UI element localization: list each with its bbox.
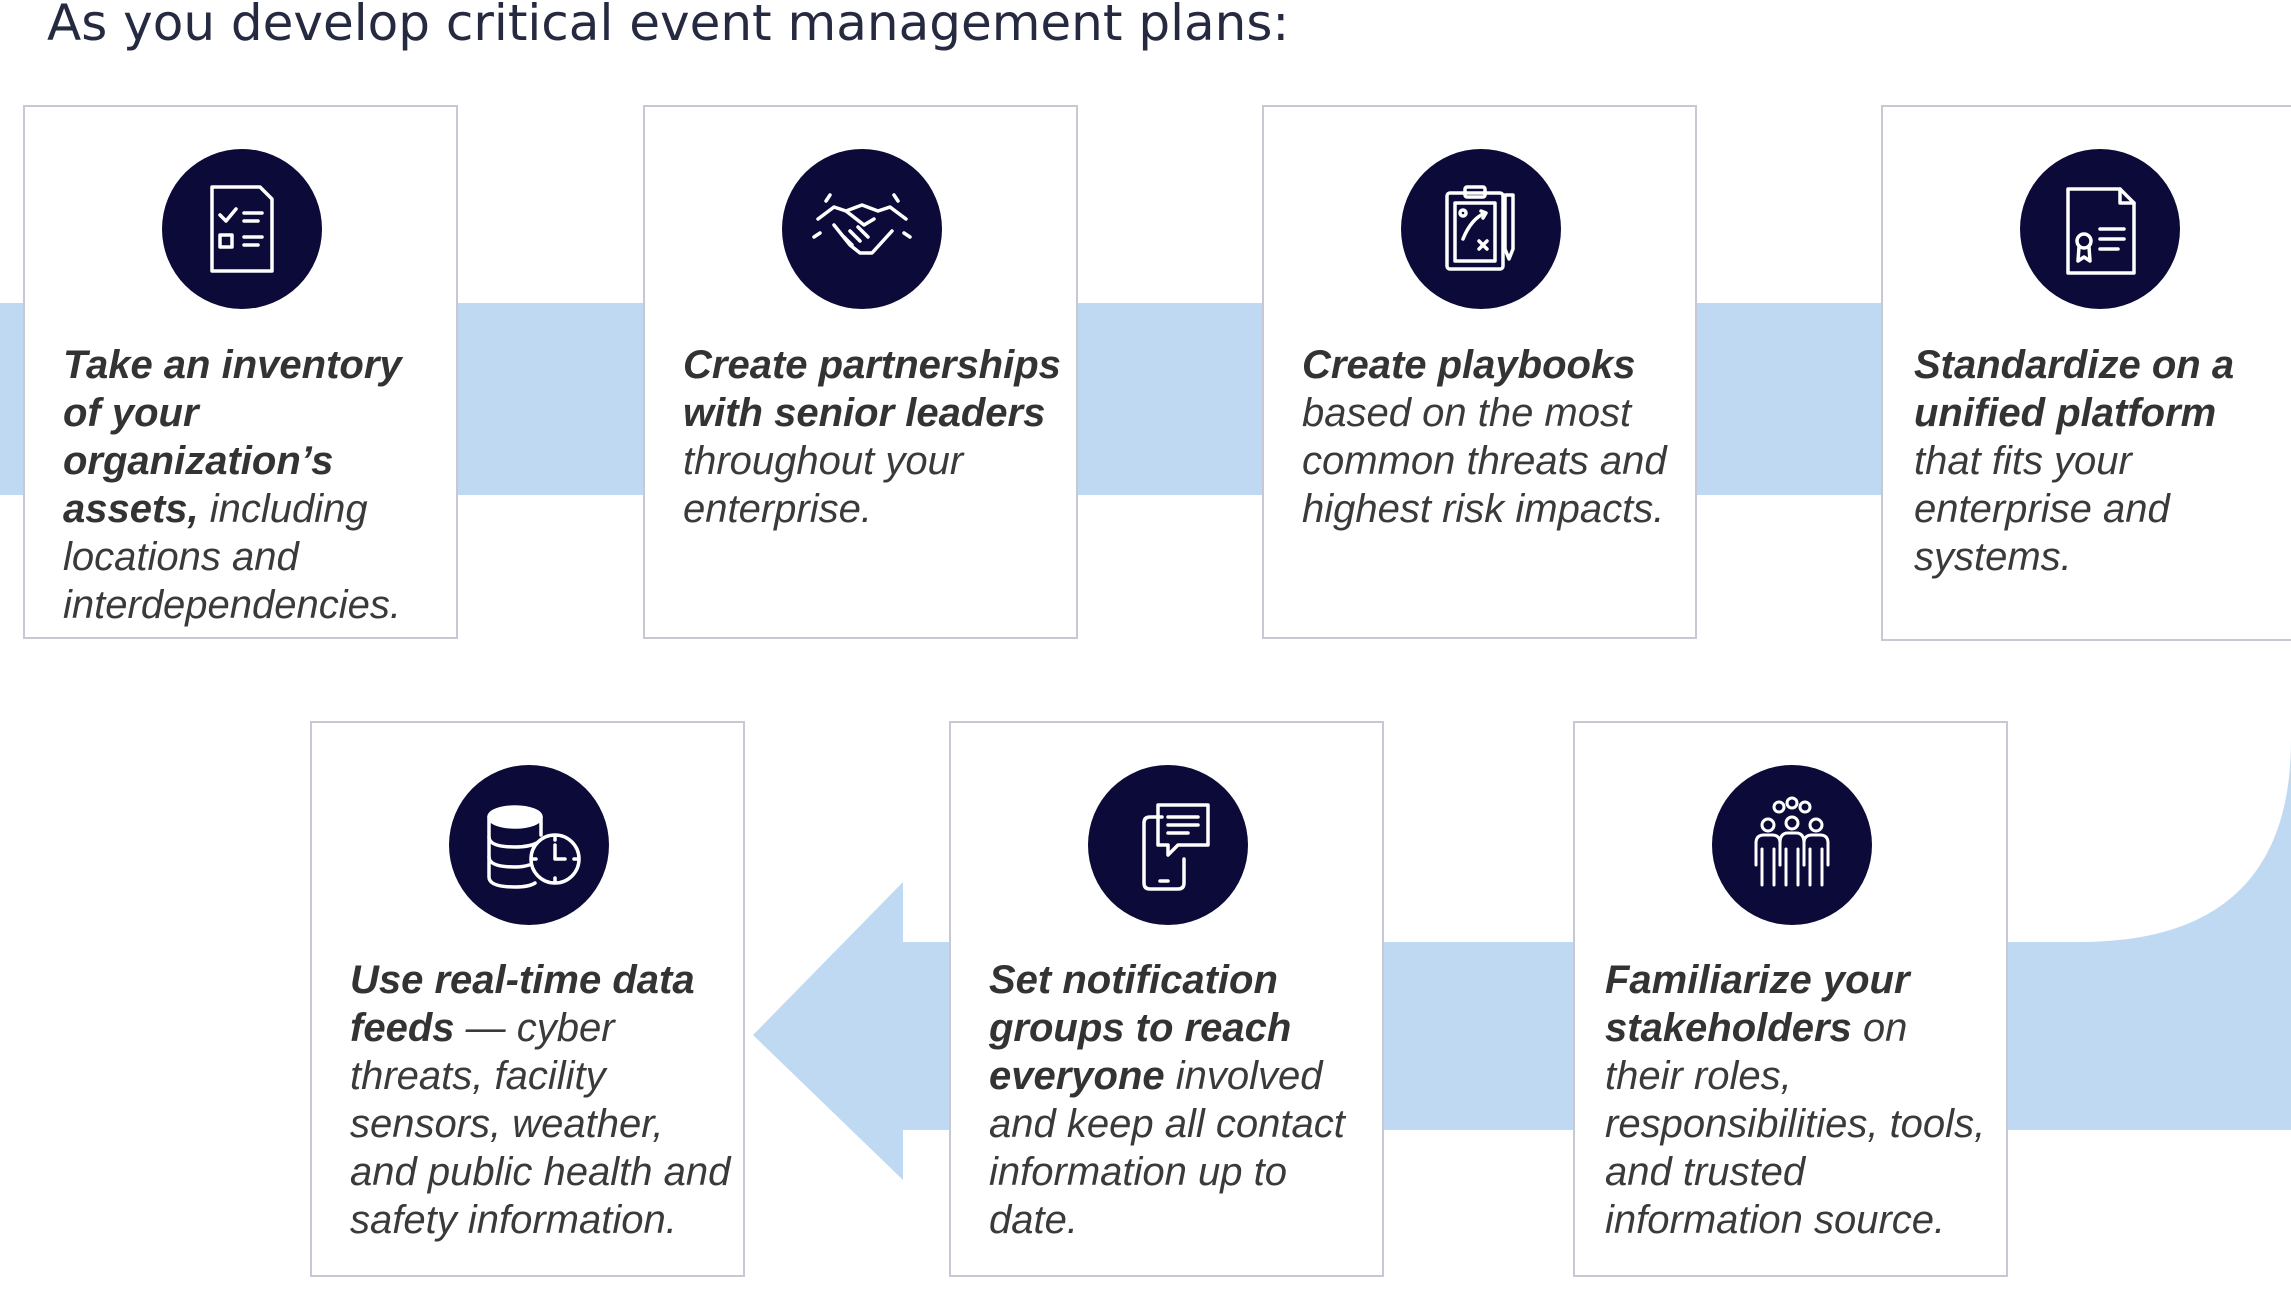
step-bold-text: Set notification groups to reach everyon… [989,958,1292,1098]
step-card-partnerships: Create partnerships with senior leaders … [643,105,1078,639]
step-description: Standardize on a unified platform that f… [1914,341,2291,581]
step-bold-text: Create playbooks [1302,343,1636,387]
step-text: — cyber threats, facility sensors, weath… [350,1006,731,1242]
checklist-icon [210,185,274,273]
step-text: based on the most common threats and hig… [1302,391,1667,531]
step-description: Set notification groups to reach everyon… [989,956,1369,1244]
step-text: on their roles, responsibilities, tools,… [1605,1006,1986,1242]
icon-circle [1088,765,1248,925]
step-card-standardize: Standardize on a unified platform that f… [1881,105,2291,641]
step-description: Use real-time data feeds — cyber threats… [350,956,735,1244]
step-card-real-time-data: Use real-time data feeds — cyber threats… [310,721,745,1277]
icon-circle [2020,149,2180,309]
step-card-notification-groups: Set notification groups to reach everyon… [949,721,1384,1277]
step-card-inventory: Take an inventory of your organization’s… [23,105,458,639]
icon-circle [1401,149,1561,309]
step-bold-text: Create partnerships with senior leaders [683,343,1061,435]
step-description: Familiarize your stakeholders on their r… [1605,956,1990,1244]
icon-circle [449,765,609,925]
step-bold-text: Take an inventory of your organization’s… [63,343,402,531]
flow-arrow-head [753,882,903,1180]
step-bold-text: Standardize on a unified platform [1914,343,2235,435]
step-description: Create partnerships with senior leaders … [683,341,1063,533]
flow-u-turn-curve [2080,303,2291,1130]
icon-circle [1712,765,1872,925]
step-description: Take an inventory of your organization’s… [63,341,443,629]
stakeholders-group-icon [1754,796,1830,887]
page-title: As you develop critical event management… [47,0,1290,52]
step-card-playbooks: Create playbooks based on the most commo… [1262,105,1697,639]
step-text: including locations and interdependencie… [63,487,402,627]
playbook-clipboard-icon [1445,185,1515,271]
step-text: involved and keep all contact informatio… [989,1054,1345,1242]
step-text: that fits your enterprise and systems. [1914,439,2170,579]
icon-circle [162,149,322,309]
step-bold-text: Use real-time data feeds [350,958,695,1050]
step-text: throughout your enterprise. [683,439,964,531]
certificate-document-icon [2066,187,2136,275]
handshake-icon [812,193,912,255]
icon-circle [782,149,942,309]
step-description: Create playbooks based on the most commo… [1302,341,1682,533]
mobile-message-icon [1142,803,1210,891]
step-bold-text: Familiarize your stakeholders [1605,958,1910,1050]
step-card-stakeholders: Familiarize your stakeholders on their r… [1573,721,2008,1277]
database-clock-icon [487,805,581,889]
